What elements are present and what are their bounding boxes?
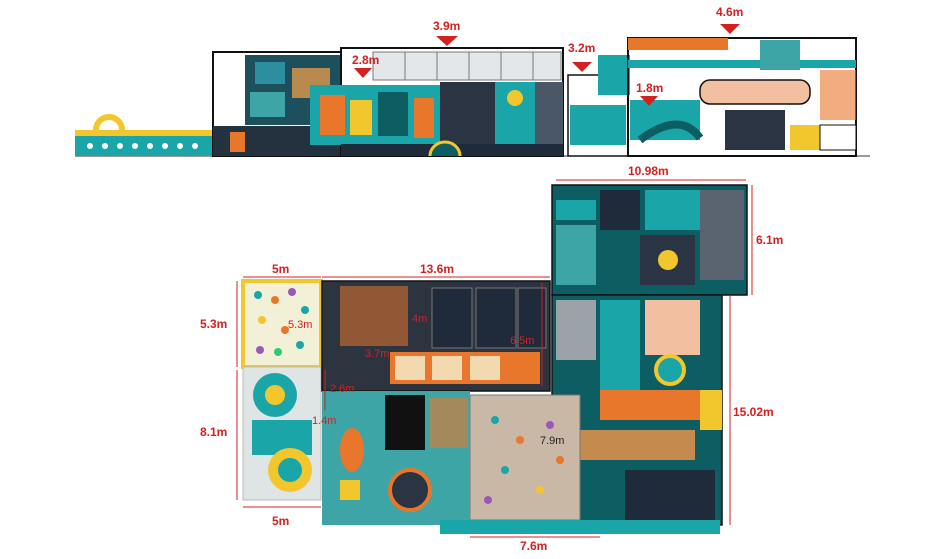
svg-text:2.8m: 2.8m xyxy=(352,53,379,67)
dim-trampoline-height: 6.5m xyxy=(510,335,534,347)
height-marker-3.2m: 3.2m xyxy=(568,41,595,72)
dim-right-small-height: 6.1m xyxy=(756,233,783,247)
height-marker-1.8m: 1.8m xyxy=(636,81,663,106)
dark-tower xyxy=(440,82,495,144)
dim-right-big-height: 15.02m xyxy=(733,405,774,419)
ninja-course xyxy=(340,286,408,346)
spinner xyxy=(388,468,432,512)
dim-bottom-left-width: 5m xyxy=(272,514,289,528)
height-marker-4.6m: 4.6m xyxy=(716,5,743,34)
dim-center-pit: 7.9m xyxy=(540,435,564,447)
dim-ninja-width: 3.7m xyxy=(365,348,389,360)
elevation-view: 2.8m 3.9m 3.2m 4.6m 1.8m xyxy=(75,5,870,157)
dim-top-right-width: 10.98m xyxy=(628,164,669,178)
dim-inner-ballpool: 5.3m xyxy=(288,319,312,331)
dim-top-left-width: 5m xyxy=(272,262,289,276)
top-net xyxy=(372,51,562,81)
dim-bottom-middle-width: 7.6m xyxy=(520,539,547,553)
dim-top-middle-width: 13.6m xyxy=(420,262,454,276)
svg-text:3.9m: 3.9m xyxy=(433,19,460,33)
dim-left-bottom-height: 8.1m xyxy=(200,425,227,439)
plan-view: 5m 13.6m 10.98m 5.3m 5.3m 8.1m 5m 7.6m 6… xyxy=(200,164,783,553)
svg-text:4.6m: 4.6m xyxy=(716,5,743,19)
tunnel xyxy=(428,140,462,157)
dim-corridor-2.6m: 2.6m xyxy=(330,383,354,395)
curved-slide xyxy=(637,120,704,144)
svg-text:1.8m: 1.8m xyxy=(636,81,663,95)
svg-text:3.2m: 3.2m xyxy=(568,41,595,55)
arch-toy xyxy=(93,114,125,131)
dim-left-top-height: 5.3m xyxy=(200,317,227,331)
conveyor xyxy=(699,79,811,105)
height-marker-3.9m: 3.9m xyxy=(433,19,460,46)
dim-corridor-1.4m: 1.4m xyxy=(312,415,336,427)
dim-ninja-height: 4m xyxy=(412,313,427,325)
dark-pit xyxy=(385,395,425,450)
height-marker-2.8m: 2.8m xyxy=(352,53,379,78)
